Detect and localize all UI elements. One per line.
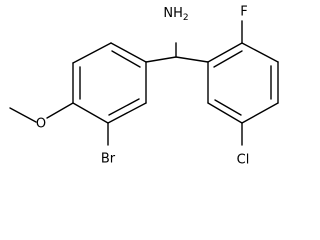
oxygen-label: O	[36, 117, 46, 132]
bond-c-right-ring	[175, 56, 209, 63]
bond-oxygen-methyl	[9, 107, 37, 123]
bond-right-ring-4	[241, 102, 279, 124]
fluorine-label: F	[240, 5, 247, 20]
bond-ring-oxygen	[46, 102, 74, 119]
bond-c-left-ring	[145, 56, 177, 63]
bond-left-ring-4	[72, 102, 109, 124]
chlorine-label: Cl	[237, 153, 250, 168]
bond-left-ring-2	[72, 42, 112, 64]
bond-left-ring-5	[107, 102, 147, 124]
amine-label: NH2	[163, 6, 188, 23]
bond-right-ring-2	[241, 42, 279, 63]
bond-right-ring-5-inner	[214, 99, 242, 116]
bond-left-ring-1-inner	[111, 50, 141, 68]
molecule-structure: NH2 F O Br Cl	[9, 5, 279, 168]
atom-labels: NH2 F O Br Cl	[36, 5, 249, 168]
bromine-label: Br	[101, 152, 116, 167]
bond-group	[9, 20, 279, 146]
bond-left-ring-1	[110, 42, 147, 63]
bond-right-ring-1-inner	[213, 50, 243, 68]
bond-right-ring-1	[207, 42, 243, 63]
bond-left-ring-5-inner	[108, 98, 140, 116]
bond-right-ring-5	[207, 102, 243, 124]
